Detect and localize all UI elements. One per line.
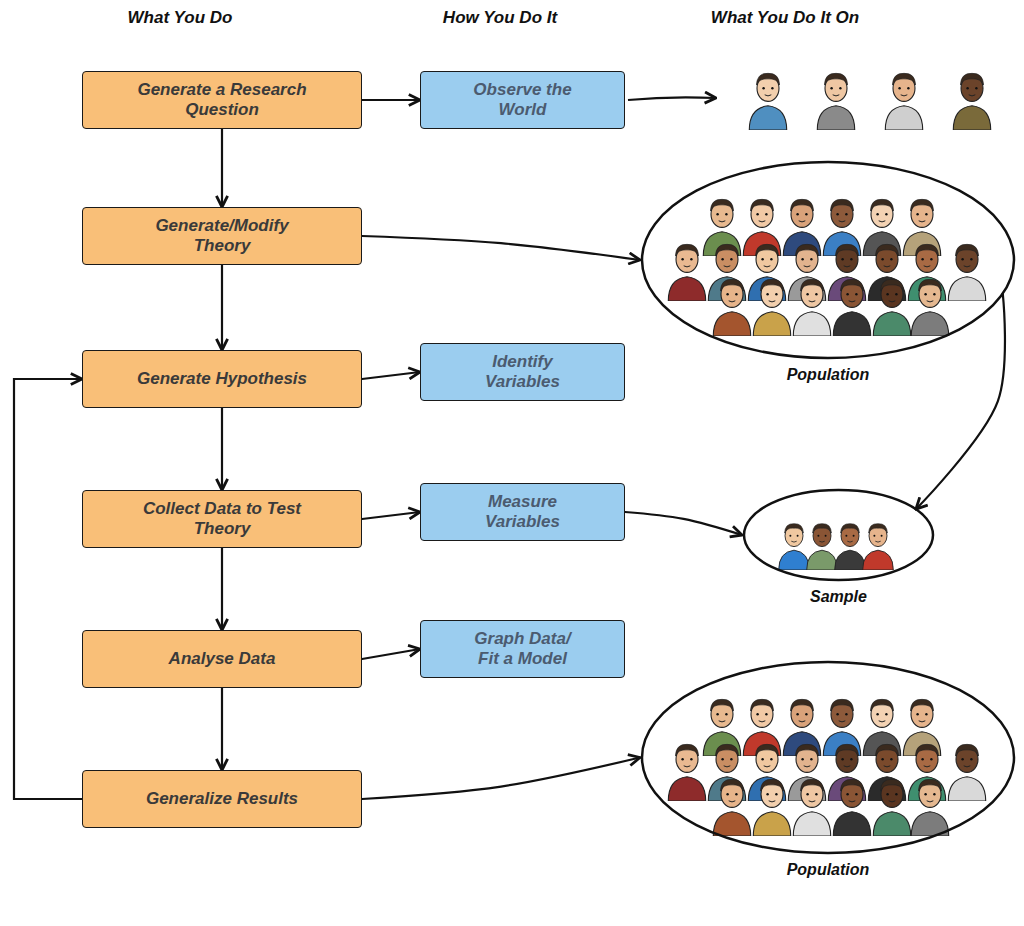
ellipse-outline [744,490,933,580]
box-text: Collect Data to Test Theory [122,499,322,538]
population-ellipse: Population [640,160,1016,394]
process-box: Generate Hypothesis [82,350,362,408]
population-crowd [668,199,985,336]
ellipse-outline [742,488,935,582]
person-figure [885,73,922,130]
top-people-row [749,73,990,130]
observe-arrow [628,97,716,100]
arrow-connector [362,236,640,260]
process-box: Analyse Data [82,630,362,688]
method-box: Observe the World [420,71,625,129]
person-figure [817,73,854,130]
process-box: Generate a Research Question [82,71,362,129]
arrow-connector [221,408,223,490]
arrow-connector [14,379,82,799]
arrow-connector [625,512,742,535]
ellipse-outline [640,660,1016,855]
column-header: What You Do [30,8,330,28]
population-ellipse: Sample [742,488,935,616]
process-box: Generalize Results [82,770,362,828]
group-label: Sample [742,588,935,606]
arrow-connector [362,99,420,101]
ellipse-outline [642,162,1014,358]
method-box: Identify Variables [420,343,625,401]
box-text: Identify Variables [463,352,583,391]
method-box: Graph Data/ Fit a Model [420,620,625,678]
sample-people [779,524,894,570]
arrow-connector [362,512,420,519]
arrow-connector [221,265,223,350]
process-box: Generate/Modify Theory [82,207,362,265]
person-figure [779,524,810,570]
person-figure [807,524,838,570]
arrow-connector [221,688,223,770]
person-figure [863,524,894,570]
population-ellipse: Population [640,660,1016,889]
person-figure [835,524,866,570]
box-text: Generalize Results [146,789,298,809]
arrow-connector [362,649,420,659]
box-text: Generate/Modify Theory [137,216,307,255]
ellipse-outline [642,662,1014,853]
method-box: Measure Variables [420,483,625,541]
box-text: Analyse Data [169,649,276,669]
connectors [14,100,1005,799]
ellipse-outline [640,160,1016,360]
box-text: Observe the World [463,80,583,119]
person-figure [953,73,990,130]
group-label: Population [640,861,1016,879]
person-figure [749,73,786,130]
column-header: What You Do It On [635,8,935,28]
arrow-connector [221,129,223,207]
group-label: Population [640,366,1016,384]
box-text: Graph Data/ Fit a Model [463,629,583,668]
box-text: Generate Hypothesis [137,369,307,389]
arrow-connector [221,548,223,630]
process-box: Collect Data to Test Theory [82,490,362,548]
box-text: Generate a Research Question [137,80,307,119]
arrow-connector [916,294,1005,510]
population-crowd [668,699,985,836]
arrow-connector [362,372,420,379]
column-header: How You Do It [350,8,650,28]
box-text: Measure Variables [463,492,583,531]
arrow-connector [362,758,640,800]
